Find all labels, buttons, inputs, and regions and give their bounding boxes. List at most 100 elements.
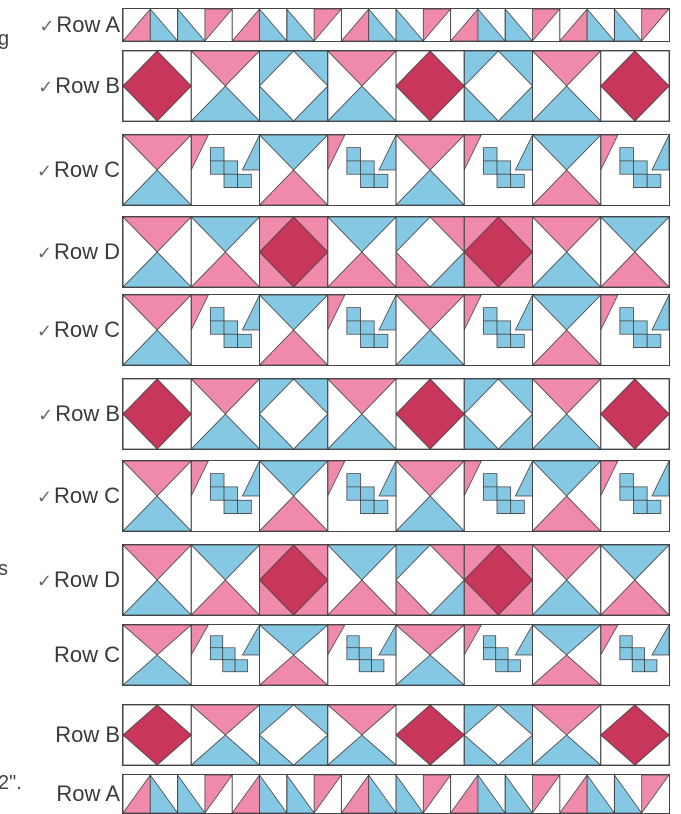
half-square-triangle	[601, 625, 618, 655]
half-square-triangle	[328, 295, 345, 330]
quilt-row-blocks	[123, 9, 669, 41]
step-square	[620, 308, 634, 321]
half-square-triangle	[560, 775, 587, 813]
half-square-triangle	[379, 295, 396, 330]
half-square-triangle	[191, 295, 208, 330]
half-square-triangle	[328, 625, 345, 655]
half-square-triangle	[652, 625, 669, 655]
step-square	[497, 500, 511, 513]
half-square-triangle	[123, 9, 150, 41]
quilt-row	[122, 294, 670, 366]
step-square	[224, 161, 238, 174]
step-square	[634, 334, 648, 347]
quilt-row	[122, 774, 670, 814]
step-square	[497, 321, 511, 334]
quilt-row	[122, 378, 670, 450]
row-label: ✓Row D	[0, 567, 120, 593]
step-square	[210, 487, 224, 500]
cropped-text-fragment: g	[0, 28, 9, 51]
row-label: ✓Row A	[0, 12, 120, 38]
row-label-text: Row A	[56, 12, 120, 37]
quilt-row-blocks	[123, 295, 669, 365]
step-square	[647, 334, 661, 347]
step-square	[359, 648, 371, 660]
row-label-text: Row D	[54, 239, 120, 264]
half-square-triangle	[379, 135, 396, 170]
step-square	[483, 308, 497, 321]
half-square-triangle	[533, 775, 560, 813]
step-square	[223, 660, 235, 672]
half-square-triangle	[242, 135, 259, 170]
half-square-triangle	[328, 135, 345, 170]
half-square-triangle	[560, 9, 587, 41]
step-square	[634, 161, 648, 174]
half-square-triangle	[451, 775, 478, 813]
half-square-triangle	[423, 9, 450, 41]
quilt-row-blocks	[123, 217, 669, 287]
row-label: ✓Row B	[0, 722, 120, 748]
row-label-text: Row C	[54, 642, 120, 667]
half-square-triangle	[341, 9, 368, 41]
step-square	[347, 148, 361, 161]
step-square	[361, 161, 375, 174]
half-square-triangle	[341, 775, 368, 813]
quilt-row-blocks	[123, 51, 669, 121]
half-square-triangle	[642, 9, 669, 41]
step-square	[224, 500, 238, 513]
step-square	[632, 660, 644, 672]
half-square-triangle	[314, 775, 341, 813]
row-label-text: Row D	[54, 567, 120, 592]
step-square	[235, 660, 247, 672]
step-square	[634, 174, 648, 187]
row-label-text: Row B	[55, 73, 120, 98]
quilt-row	[122, 134, 670, 206]
half-square-triangle	[642, 775, 669, 813]
step-square	[238, 334, 252, 347]
half-square-triangle	[232, 775, 259, 813]
quilt-row	[122, 50, 670, 122]
step-square	[483, 474, 497, 487]
half-square-triangle	[205, 775, 232, 813]
row-label-text: Row C	[54, 317, 120, 342]
step-square	[647, 174, 661, 187]
checkmark-icon: ✓	[37, 161, 52, 181]
half-square-triangle	[614, 9, 641, 41]
step-square	[210, 321, 224, 334]
step-square	[361, 321, 375, 334]
step-square	[483, 321, 497, 334]
half-square-triangle	[478, 9, 505, 41]
checkmark-icon: ✓	[37, 243, 52, 263]
quilt-row	[122, 216, 670, 288]
step-square	[210, 648, 222, 660]
step-square	[620, 648, 632, 660]
step-square	[374, 500, 388, 513]
step-square	[632, 648, 644, 660]
step-square	[210, 636, 222, 648]
half-square-triangle	[191, 461, 208, 496]
step-square	[224, 174, 238, 187]
half-square-triangle	[205, 9, 232, 41]
half-square-triangle	[369, 775, 396, 813]
step-square	[483, 487, 497, 500]
row-label: ✓Row C	[0, 642, 120, 668]
step-square	[210, 474, 224, 487]
half-square-triangle	[191, 135, 208, 170]
step-square	[223, 648, 235, 660]
half-square-triangle	[652, 135, 669, 170]
half-square-triangle	[178, 9, 205, 41]
row-label-text: Row B	[55, 722, 120, 747]
step-square	[210, 148, 224, 161]
half-square-triangle	[478, 775, 505, 813]
step-square	[497, 161, 511, 174]
half-square-triangle	[515, 625, 532, 655]
half-square-triangle	[601, 295, 618, 330]
quilt-row	[122, 8, 670, 42]
row-label: ✓Row D	[0, 239, 120, 265]
half-square-triangle	[505, 775, 532, 813]
step-square	[347, 648, 359, 660]
quilt-row	[122, 460, 670, 532]
step-square	[497, 487, 511, 500]
row-label-text: Row A	[56, 781, 120, 806]
half-square-triangle	[515, 461, 532, 496]
quilt-row-blocks	[123, 135, 669, 205]
